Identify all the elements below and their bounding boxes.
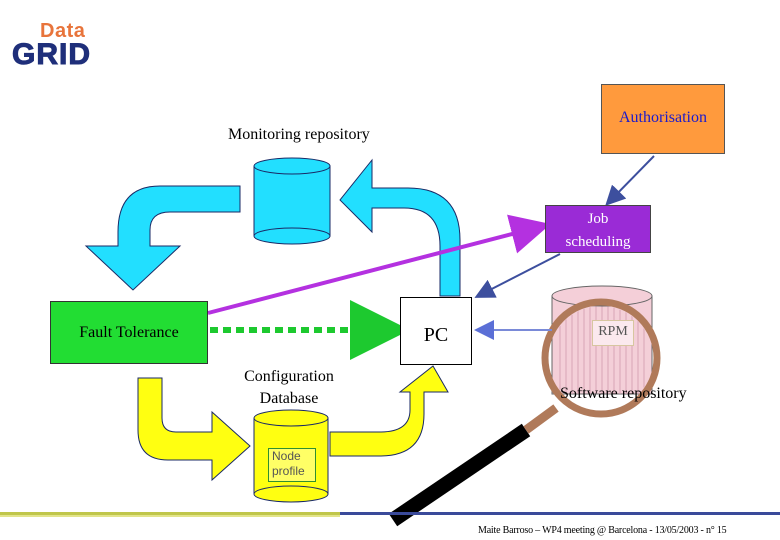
configuration-database-line2: Database <box>259 390 319 407</box>
node-profile-label: Node profile <box>268 448 316 482</box>
footer-divider-right <box>340 512 780 515</box>
logo-grid-text: GRID <box>12 38 91 72</box>
job-to-pc-arrow <box>474 253 561 298</box>
software-repository-label: Software repository <box>560 385 687 402</box>
datagrid-logo: Data GRID <box>12 20 118 72</box>
pc-box: PC <box>400 297 472 365</box>
logo-data-text: Data <box>40 20 86 42</box>
rpm-label: RPM <box>592 320 634 346</box>
cyan-curved-arrow-left <box>84 185 241 291</box>
monitoring-db-cylinder <box>253 157 331 245</box>
fault-tolerance-label: Fault Tolerance <box>79 324 179 341</box>
job-scheduling-box: Job scheduling <box>545 205 651 253</box>
authorisation-label: Authorisation <box>619 109 707 126</box>
configuration-database-line1: Configuration <box>244 368 334 385</box>
footer-divider-left <box>0 512 340 515</box>
cyan-curved-arrow-right <box>339 158 461 297</box>
yellow-curved-arrow-right <box>329 365 449 457</box>
yellow-curved-arrow-left <box>137 377 251 482</box>
job-scheduling-line1: Job <box>587 211 609 227</box>
monitoring-repository-label: Monitoring repository <box>228 126 370 143</box>
magnifier-icon <box>388 298 661 527</box>
auth-to-job-arrow <box>605 155 655 206</box>
footer-caption: Maite Barroso – WP4 meeting @ Barcelona … <box>478 525 727 536</box>
authorisation-box: Authorisation <box>601 84 725 154</box>
configuration-database-label: Configuration Database <box>232 366 346 410</box>
footer-divider-left-lower <box>0 515 340 517</box>
pc-label: PC <box>423 324 449 346</box>
fault-tolerance-box: Fault Tolerance <box>50 301 208 364</box>
node-profile-line2: profile <box>272 464 305 478</box>
node-profile-line1: Node <box>272 449 301 463</box>
job-scheduling-line2: scheduling <box>565 234 631 250</box>
ft-to-job-link <box>207 214 551 315</box>
